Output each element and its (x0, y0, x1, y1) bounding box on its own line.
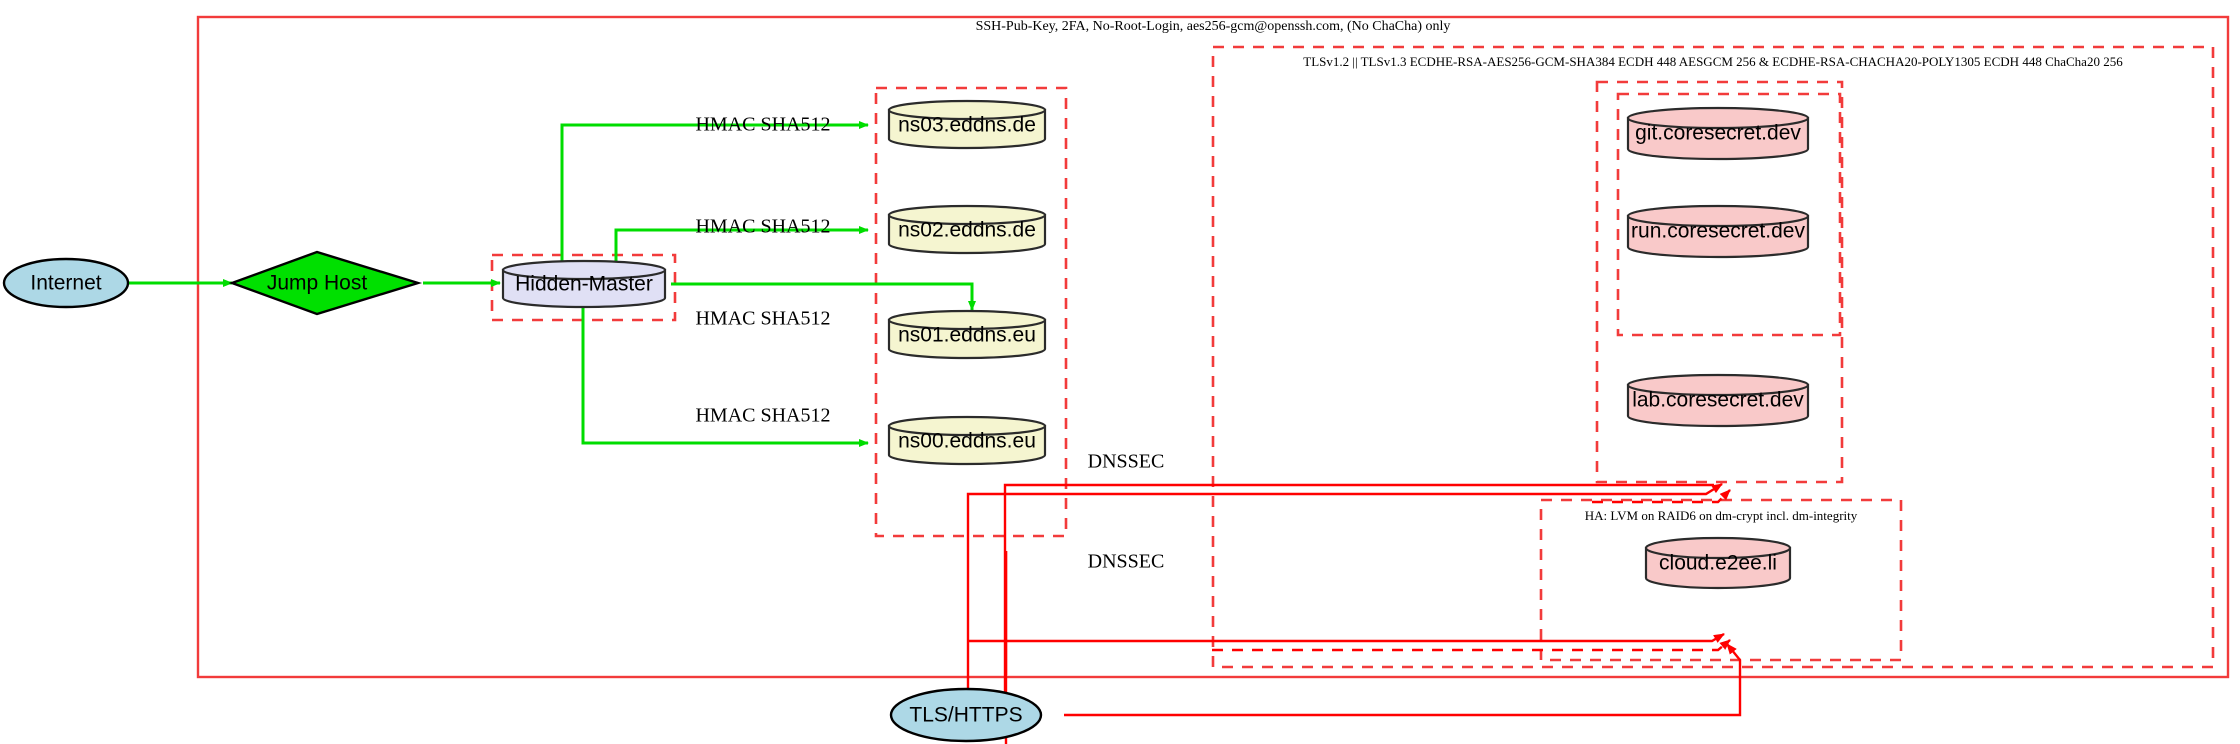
edge-master-ns03-label: HMAC SHA512 (695, 114, 830, 136)
node-tls-https[interactable]: TLS/HTTPS (889, 687, 1043, 743)
node-internet-label: Internet (30, 272, 101, 295)
cluster-coresecret-inner-zone (1616, 92, 1842, 337)
edge-master-ns03-path (560, 121, 869, 268)
edge-tls-dnssec-lower: DNSSEC (1088, 551, 1165, 573)
cluster-hidden-master-zone (490, 253, 677, 322)
node-git-body[interactable] (1626, 116, 1810, 161)
node-cloud-label: cloud.e2ee.li (1659, 552, 1777, 575)
node-ns02-body[interactable] (887, 213, 1047, 255)
node-lab-coresecret[interactable]: lab.coresecret.dev (1626, 373, 1810, 428)
edge-master-to-ns02: HMAC SHA512 (614, 216, 869, 268)
node-jumphost-shape[interactable] (228, 250, 423, 316)
cluster-hidden-master-border (490, 253, 677, 322)
node-tls-https-shape[interactable] (889, 687, 1043, 743)
edge-red-lower-feed (968, 632, 1722, 641)
node-git-top (1626, 106, 1810, 130)
edge-master-to-ns03: HMAC SHA512 (560, 114, 869, 268)
node-internet[interactable]: Internet (2, 257, 130, 309)
edge-red-route-upper (966, 482, 1723, 701)
node-lab-body[interactable] (1626, 383, 1810, 428)
edge-red-route-upper-path (966, 482, 1723, 701)
node-ns03-top (887, 99, 1047, 121)
node-ns02-top (887, 204, 1047, 226)
node-ns02-label: ns02.eddns.de (898, 219, 1036, 242)
cluster-coresecret-border (1595, 80, 1844, 484)
edge-master-to-ns00: HMAC SHA512 (581, 305, 869, 447)
node-lab-label: lab.coresecret.dev (1632, 389, 1804, 412)
node-ns03-label: ns03.eddns.de (898, 114, 1036, 137)
edge-red-dashed-upper (1592, 489, 1731, 504)
edge-red-second-run-path (968, 632, 1725, 643)
node-run-body[interactable] (1626, 214, 1810, 259)
node-ns00-top (887, 415, 1047, 437)
edge-red-dashed-lower-path (1212, 639, 1731, 652)
cluster-coresecret-inner-border (1616, 92, 1842, 337)
node-hidden-master-top (501, 259, 667, 281)
edge-red-dashed-upper-path (1592, 489, 1731, 504)
edge-master-ns00-path (581, 305, 869, 447)
node-ns00-body[interactable] (887, 424, 1047, 466)
cluster-tls-policy: TLSv1.2 || TLSv1.3 ECDHE-RSA-AES256-GCM-… (1211, 45, 2215, 669)
node-run-coresecret[interactable]: run.coresecret.dev (1626, 204, 1810, 259)
edge-red-second-run (968, 632, 1725, 643)
node-ns03[interactable]: ns03.eddns.de (887, 99, 1047, 150)
node-run-label: run.coresecret.dev (1631, 220, 1805, 243)
edge-master-ns01-path (671, 282, 976, 311)
node-hidden-master[interactable]: Hidden-Master (501, 259, 667, 309)
node-ns00[interactable]: ns00.eddns.eu (887, 415, 1047, 466)
edge-master-ns02-label: HMAC SHA512 (695, 216, 830, 238)
cluster-outer-ssh-label: SSH-Pub-Key, 2FA, No-Root-Login, aes256-… (976, 19, 1451, 34)
edge-dnssec-upper-label: DNSSEC (1088, 451, 1165, 473)
node-ns01-body[interactable] (887, 318, 1047, 360)
cluster-tls-policy-border (1211, 45, 2215, 669)
node-cloud-body[interactable] (1644, 546, 1792, 590)
node-cloud-top (1644, 536, 1792, 560)
edge-master-ns02-path (614, 226, 869, 268)
node-git-label: git.coresecret.dev (1635, 122, 1801, 145)
node-lab-top (1626, 373, 1810, 397)
cluster-ha-storage-label: HA: LVM on RAID6 on dm-crypt incl. dm-in… (1585, 508, 1858, 523)
edge-master-ns00-label: HMAC SHA512 (695, 405, 830, 427)
cluster-coresecret-zone (1595, 80, 1844, 484)
node-git-coresecret[interactable]: git.coresecret.dev (1626, 106, 1810, 161)
edge-red-dashed-lower (1212, 639, 1731, 652)
node-ns01[interactable]: ns01.eddns.eu (887, 309, 1047, 360)
node-ns01-label: ns01.eddns.eu (898, 324, 1036, 347)
node-internet-shape[interactable] (2, 257, 130, 309)
edge-master-ns01-label: HMAC SHA512 (695, 308, 830, 330)
node-ns02[interactable]: ns02.eddns.de (887, 204, 1047, 255)
node-ns00-label: ns00.eddns.eu (898, 430, 1036, 453)
node-cloud-e2ee[interactable]: cloud.e2ee.li (1644, 536, 1792, 590)
node-run-top (1626, 204, 1810, 228)
node-hidden-master-label: Hidden-Master (515, 273, 653, 296)
node-ns03-body[interactable] (887, 108, 1047, 150)
cluster-outer-ssh: SSH-Pub-Key, 2FA, No-Root-Login, aes256-… (196, 15, 2230, 679)
edge-red-route-right (1064, 643, 1742, 717)
node-jumphost-label: Jump Host (267, 272, 368, 295)
edge-master-to-ns01: HMAC SHA512 (671, 282, 976, 330)
cluster-tls-policy-label: TLSv1.2 || TLSv1.3 ECDHE-RSA-AES256-GCM-… (1303, 54, 2123, 69)
edge-red-route-right-path (1064, 643, 1742, 717)
node-jumphost[interactable]: Jump Host (228, 250, 423, 316)
cluster-outer-ssh-border (196, 15, 2230, 679)
node-hidden-master-body[interactable] (501, 268, 667, 309)
edge-dnssec-lower-label: DNSSEC (1088, 551, 1165, 573)
node-tls-https-label: TLS/HTTPS (909, 704, 1022, 727)
node-ns01-top (887, 309, 1047, 331)
